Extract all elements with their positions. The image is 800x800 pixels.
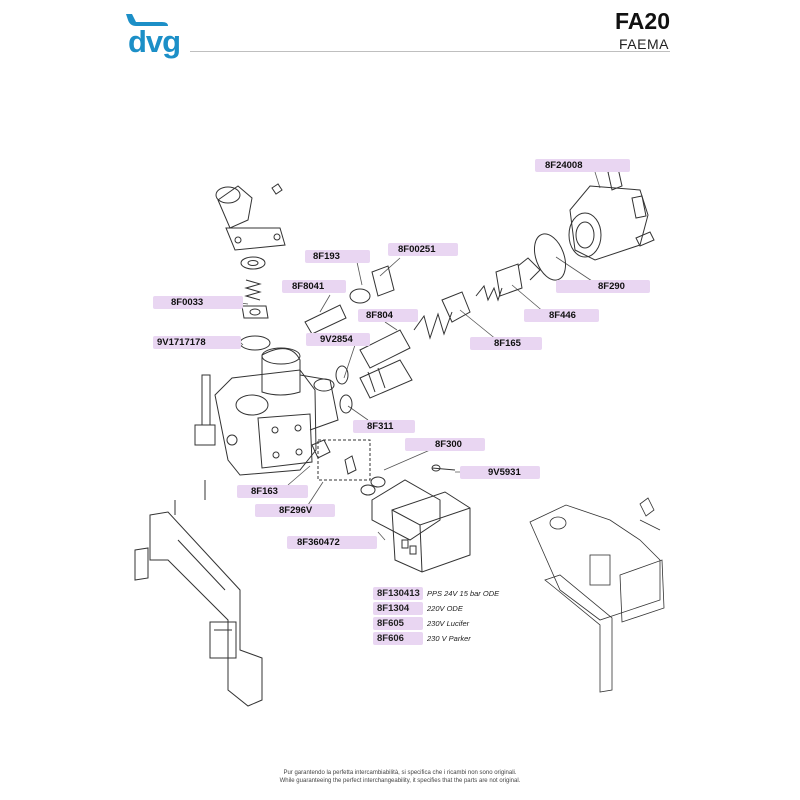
solenoid-coil-8F360472: [391, 491, 471, 573]
dashed-box: [317, 439, 371, 481]
part-label-8F8041: 8F8041: [282, 280, 346, 293]
part-label-8F0033: 8F0033: [153, 296, 243, 309]
part-label-8F300: 8F300: [405, 438, 485, 451]
part-label-8F193: 8F193: [305, 250, 370, 263]
model-title: FA20: [615, 8, 670, 34]
oring-8F311: [339, 394, 353, 414]
cap-8F193: [349, 288, 371, 304]
alt-row-1: 8F130413 PPS 24V 15 bar ODE: [373, 587, 499, 600]
valve-disc: [240, 256, 266, 270]
assembled-view: [529, 497, 665, 693]
oring-9V1717178: [239, 335, 271, 351]
elbow-fitting: [215, 183, 286, 251]
mounting-bracket: [134, 480, 263, 707]
part-label-8F311: 8F311: [353, 420, 415, 433]
oring-8F296V-b: [370, 476, 386, 488]
part-label-8F163: 8F163: [237, 485, 308, 498]
part-label-8F290: 8F290: [556, 280, 650, 293]
alt-desc: 230 V Parker: [427, 634, 471, 643]
header-divider: [190, 51, 670, 52]
logo-swoosh: [126, 14, 168, 26]
part-label-8F360472: 8F360472: [287, 536, 377, 549]
part-label-8F24008: 8F24008: [535, 159, 630, 172]
small-spring: [244, 279, 262, 301]
alt-code: 8F606: [373, 632, 423, 645]
valve-body: [194, 347, 339, 476]
alt-code: 8F605: [373, 617, 423, 630]
logo-text: dvg: [128, 24, 181, 59]
footer-disclaimer-en: While guaranteeing the perfect interchan…: [279, 778, 521, 784]
alt-desc: PPS 24V 15 bar ODE: [427, 589, 500, 598]
alt-code: 8F1304: [373, 602, 423, 615]
dvg-logo: [126, 14, 168, 26]
plunger-8F163: [311, 439, 331, 459]
threaded-stem-8F311: [359, 359, 413, 399]
part-label-9V5931: 9V5931: [460, 466, 540, 479]
alt-row-4: 8F606 230 V Parker: [373, 632, 471, 645]
part-label-8F804: 8F804: [358, 309, 418, 322]
flange-disc: [441, 291, 471, 323]
nut-8F446: [495, 257, 541, 297]
piston-8F804: [359, 329, 411, 369]
alt-row-3: 8F605 230V Lucifer: [373, 617, 469, 630]
pin-8F8041: [304, 304, 347, 335]
oring-9V2854: [335, 365, 349, 385]
spring-8F165: [475, 284, 503, 302]
nut-8F00251: [371, 265, 395, 297]
coil-frame: [371, 479, 441, 541]
part-label-9V1717178: 9V1717178: [153, 336, 241, 349]
small-spring-8F163: [344, 455, 357, 475]
large-spring-8F804: [413, 311, 453, 340]
alt-code: 8F130413: [373, 587, 423, 600]
oring-8F296V-a: [360, 484, 376, 496]
part-label-8F446: 8F446: [524, 309, 599, 322]
alt-desc: 220V ODE: [427, 604, 463, 613]
part-label-8F296V: 8F296V: [255, 504, 335, 517]
alt-row-2: 8F1304 220V ODE: [373, 602, 463, 615]
footer-disclaimer-it: Pur garantendo la perfetta intercambiabi…: [283, 770, 517, 776]
nut-8F0033: [241, 305, 269, 319]
oring-8F290: [533, 233, 567, 281]
screw-9V5931: [431, 464, 456, 472]
alt-desc: 230V Lucifer: [427, 619, 470, 628]
brand-name: FAEMA: [619, 36, 669, 52]
pump-housing-8F24008: [568, 167, 655, 261]
part-label-8F165: 8F165: [470, 337, 542, 350]
part-label-9V2854: 9V2854: [306, 333, 370, 346]
part-label-8F00251: 8F00251: [388, 243, 458, 256]
